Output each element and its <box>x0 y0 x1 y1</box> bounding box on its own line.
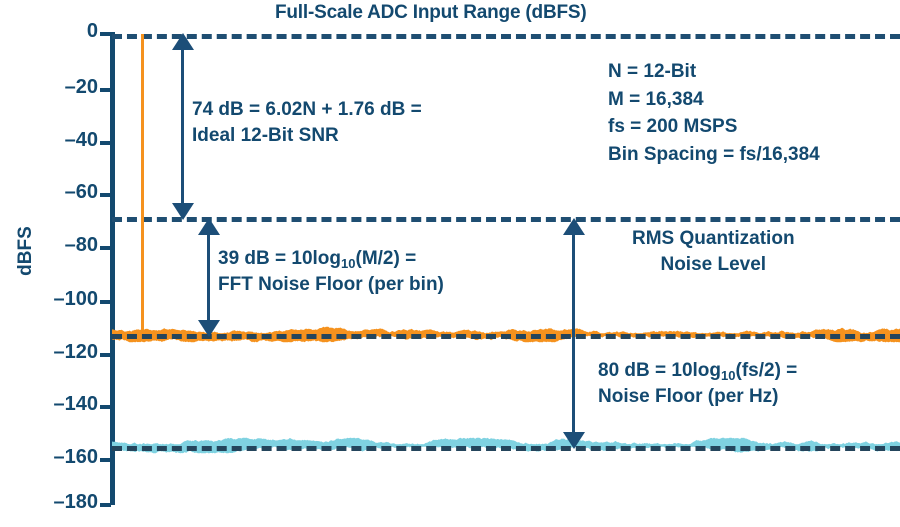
noise-floor-annot-subscript: 10 <box>721 368 735 383</box>
noise-floor-annot-suffix: (fs/2) = <box>736 360 798 381</box>
y-tick-label: –120 <box>22 341 98 364</box>
fft-noise-floor-annotation-line2: FFT Noise Floor (per bin) <box>218 272 444 298</box>
y-tick-mark <box>100 503 111 507</box>
snr-annotation-line2: Ideal 12-Bit SNR <box>192 123 422 149</box>
y-tick-label: –40 <box>22 129 98 152</box>
rms-quantization-annotation: RMS Quantization Noise Level <box>632 226 795 278</box>
y-tick-mark <box>100 141 111 145</box>
y-tick-mark <box>100 300 111 304</box>
reference-line-full-scale <box>112 34 900 39</box>
fft-noise-floor-annotation-line1: 39 dB = 10log10(M/2) = <box>218 246 444 272</box>
snr-annotation-line1: 74 dB = 6.02N + 1.76 dB = <box>192 97 422 123</box>
reference-line-noise-floor-per-hz <box>112 446 900 451</box>
parameter-bin-spacing: Bin Spacing = fs/16,384 <box>608 141 820 169</box>
y-tick-label: –20 <box>22 76 98 99</box>
full-scale-signal-spike <box>141 34 144 334</box>
y-tick-label: 0 <box>22 20 98 43</box>
fft-annot-prefix: 39 dB = 10log <box>218 248 341 269</box>
y-tick-mark <box>100 88 111 92</box>
y-axis-line <box>110 32 115 505</box>
y-tick-mark <box>100 458 111 462</box>
parameter-sample-rate: fs = 200 MSPS <box>608 113 820 141</box>
y-tick-label: –160 <box>22 446 98 469</box>
noise-floor-annot-prefix: 80 dB = 10log <box>598 360 721 381</box>
fft-annot-subscript: 10 <box>341 256 355 271</box>
y-tick-label: –180 <box>22 491 98 514</box>
y-tick-label: –100 <box>22 288 98 311</box>
snr-measurement-arrow <box>172 34 194 219</box>
y-tick-mark <box>100 193 111 197</box>
y-tick-mark <box>100 405 111 409</box>
noise-floor-per-hz-annotation: 80 dB = 10log10(fs/2) = Noise Floor (per… <box>598 358 797 410</box>
arrow-shaft <box>572 229 575 438</box>
noise-floor-per-hz-measurement-arrow <box>563 219 585 448</box>
reference-line-rms-quantization <box>112 217 900 222</box>
y-tick-mark <box>100 353 111 357</box>
parameter-list: N = 12-Bit M = 16,384 fs = 200 MSPS Bin … <box>608 58 820 168</box>
y-tick-label: –80 <box>22 234 98 257</box>
snr-annotation: 74 dB = 6.02N + 1.76 dB = Ideal 12-Bit S… <box>192 97 422 149</box>
noise-floor-annotation-line1: 80 dB = 10log10(fs/2) = <box>598 358 797 384</box>
parameter-bit-depth: N = 12-Bit <box>608 58 820 86</box>
chart-title: Full-Scale ADC Input Range (dBFS) <box>275 2 586 24</box>
noise-floor-annotation-line2: Noise Floor (per Hz) <box>598 384 797 410</box>
arrow-head-down-icon <box>172 203 194 220</box>
reference-line-fft-noise-floor <box>112 334 900 339</box>
arrow-shaft <box>181 44 184 209</box>
y-tick-mark <box>100 32 111 36</box>
fft-annot-suffix: (M/2) = <box>356 248 417 269</box>
parameter-fft-length: M = 16,384 <box>608 86 820 114</box>
fft-noise-floor-measurement-arrow <box>198 219 220 336</box>
rms-quantization-annotation-line1: RMS Quantization <box>632 226 795 252</box>
rms-quantization-annotation-line2: Noise Level <box>632 252 795 278</box>
snr-annotation-line1-text: 74 dB = 6.02N + 1.76 dB = <box>192 99 422 120</box>
arrow-shaft <box>207 229 210 326</box>
arrow-head-down-icon <box>563 432 585 449</box>
y-tick-label: –60 <box>22 181 98 204</box>
arrow-head-down-icon <box>198 320 220 337</box>
y-tick-label: –140 <box>22 393 98 416</box>
fft-noise-floor-annotation: 39 dB = 10log10(M/2) = FFT Noise Floor (… <box>218 246 444 298</box>
y-tick-mark <box>100 246 111 250</box>
